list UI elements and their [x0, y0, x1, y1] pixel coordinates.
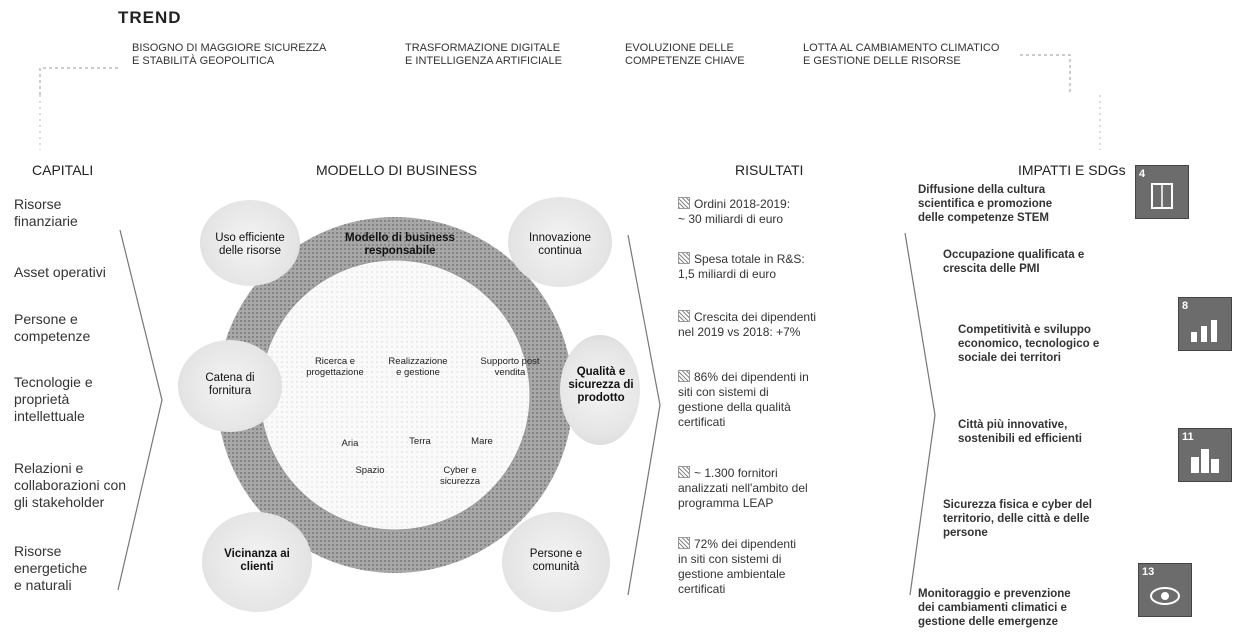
result-ambientale: 72% dei dipendenti in siti con sistemi d…	[678, 537, 797, 596]
result-icon	[678, 466, 690, 478]
domain-mare: Mare	[471, 436, 493, 447]
bubble-qualita	[560, 335, 640, 445]
label-uso-efficiente: Uso efficiente delle risorse	[215, 232, 285, 257]
capitale-relazioni: Relazioni e collaborazioni con gli stake…	[14, 460, 127, 510]
sdg-8-icon: 8	[1178, 297, 1232, 351]
result-icon	[678, 197, 690, 209]
label-catena: Catena di fornitura	[205, 372, 255, 397]
phase-supporto: Supporto post vendita	[480, 356, 540, 378]
domain-aria: Aria	[341, 438, 359, 449]
sdg-11-icon: 11	[1178, 428, 1232, 482]
label-vicinanza: Vicinanza ai clienti	[224, 548, 290, 573]
trend-item-security: BISOGNO DI MAGGIORE SICUREZZA E STABILIT…	[132, 42, 327, 67]
bubble-catena	[178, 340, 282, 432]
capitale-finanziarie: Risorse finanziarie	[14, 196, 78, 229]
header-capitali: CAPITALI	[32, 162, 94, 178]
bubble-persone	[502, 512, 610, 612]
sdg-4-icon: 4	[1135, 165, 1189, 219]
trend-connector	[39, 54, 1101, 150]
capitali-bracket	[117, 229, 163, 591]
trend-title: TREND	[118, 8, 182, 27]
result-fornitori: ~ 1.300 fornitori analizzati nell'ambito…	[678, 466, 808, 510]
label-innovazione: Innovazione continua	[528, 232, 592, 257]
domain-cyber: Cyber e sicurezza	[439, 465, 481, 487]
impact-stem: Diffusione della cultura scientifica e p…	[918, 184, 1053, 224]
sdg-13-icon: 13	[1138, 563, 1192, 617]
bubble-uso-efficiente	[200, 200, 300, 286]
trend-item-digital: TRASFORMAZIONE DIGITALE E INTELLIGENZA A…	[405, 42, 562, 67]
label-qualita: Qualità e sicurezza di prodotto	[568, 366, 634, 404]
impact-occupazione: Occupazione qualificata e crescita delle…	[943, 249, 1085, 275]
ring-label: Modello di business responsabile	[345, 232, 455, 257]
result-icon	[678, 370, 690, 382]
impact-sicurezza: Sicurezza fisica e cyber del territorio,…	[943, 499, 1092, 539]
domain-terra: Terra	[409, 436, 431, 447]
impact-clima: Monitoraggio e prevenzione dei cambiamen…	[918, 588, 1071, 628]
result-icon	[678, 310, 690, 322]
phase-ricerca: Ricerca e progettazione	[306, 356, 364, 378]
result-qualita: 86% dei dipendenti in siti con sistemi d…	[678, 370, 809, 429]
result-ordini: Ordini 2018-2019: ~ 30 miliardi di euro	[678, 197, 791, 226]
capitale-persone: Persone e competenze	[14, 311, 91, 344]
risultati-bracket-right	[904, 232, 936, 596]
result-spesa: Spesa totale in R&S: 1,5 miliardi di eur…	[678, 252, 805, 281]
phase-realizzazione: Realizzazione e gestione	[388, 356, 448, 378]
header-impatti: IMPATTI E SDGs	[1018, 162, 1126, 178]
capitale-tecnologie: Tecnologie e proprietà intellettuale	[14, 374, 93, 424]
header-modello: MODELLO DI BUSINESS	[316, 162, 478, 178]
trend-item-skills: EVOLUZIONE DELLE COMPETENZE CHIAVE	[625, 42, 745, 67]
trend-item-climate: LOTTA AL CAMBIAMENTO CLIMATICO E GESTION…	[803, 42, 1000, 67]
label-persone: Persone e comunità	[529, 548, 583, 573]
result-icon	[678, 537, 690, 549]
bubble-vicinanza	[202, 512, 312, 612]
bubble-innovazione	[508, 197, 612, 287]
capitale-energetiche: Risorse energetiche e naturali	[14, 543, 88, 593]
capitale-asset: Asset operativi	[14, 264, 106, 280]
header-risultati: RISULTATI	[735, 162, 804, 178]
business-model-ring	[217, 217, 573, 573]
domain-spazio: Spazio	[355, 465, 385, 476]
risultati-bracket-left	[627, 234, 661, 596]
result-crescita: Crescita dei dipendenti nel 2019 vs 2018…	[678, 310, 817, 339]
result-icon	[678, 252, 690, 264]
impact-citta: Città più innovative, sostenibili ed eff…	[958, 419, 1082, 445]
impact-competitivita: Competitività e sviluppo economico, tecn…	[958, 324, 1100, 364]
